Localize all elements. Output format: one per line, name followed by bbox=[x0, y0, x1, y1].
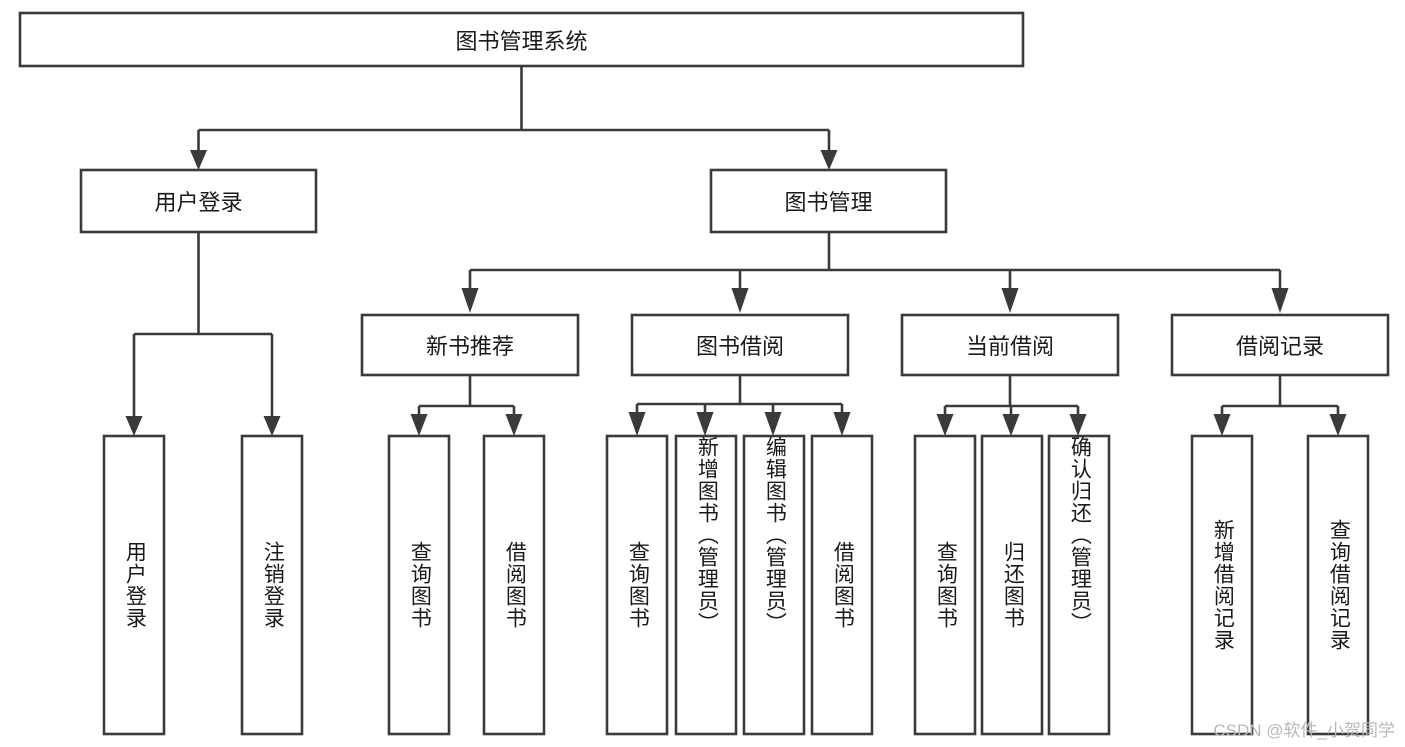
node-box-borrow-record[interactable] bbox=[1170, 313, 1390, 377]
arrow-head-leaf-confirm-return bbox=[1069, 414, 1087, 436]
node-box-root[interactable] bbox=[18, 11, 1025, 68]
node-box-leaf-query-book-1[interactable] bbox=[387, 434, 451, 736]
arrow-head-user-login bbox=[190, 150, 207, 170]
node-box-leaf-logout-login[interactable] bbox=[240, 434, 304, 736]
arrow-head-leaf-edit-book bbox=[764, 412, 782, 436]
node-box-new-book-recommend[interactable] bbox=[360, 313, 580, 377]
node-box-leaf-query-borrow-record[interactable] bbox=[1306, 434, 1370, 736]
arrow-head-leaf-query-book-1 bbox=[410, 414, 428, 436]
node-box-leaf-confirm-return[interactable] bbox=[1047, 434, 1111, 736]
arrow-head-leaf-borrow-book-2 bbox=[833, 412, 851, 436]
arrow-head-leaf-borrow-book-1 bbox=[505, 414, 523, 436]
node-box-current-borrow[interactable] bbox=[900, 313, 1120, 377]
node-box-book-management[interactable] bbox=[709, 168, 948, 234]
node-box-leaf-edit-book[interactable] bbox=[742, 434, 806, 736]
node-box-leaf-query-book-2[interactable] bbox=[605, 434, 669, 736]
node-box-leaf-query-book-3[interactable] bbox=[913, 434, 977, 736]
arrow-head-borrow-record bbox=[1271, 288, 1289, 313]
connector-group-book-mgmt bbox=[461, 232, 1289, 313]
connector-group-new-book-recommend bbox=[410, 375, 523, 436]
arrow-head-leaf-query-book-3 bbox=[936, 414, 954, 436]
arrow-head-current-borrow bbox=[1001, 288, 1019, 313]
connector-group-borrow-record bbox=[1213, 375, 1347, 436]
arrow-head-leaf-add-book bbox=[696, 412, 714, 436]
connector-group-user-login bbox=[125, 232, 281, 436]
node-box-user-login[interactable] bbox=[79, 168, 318, 234]
node-box-book-borrow[interactable] bbox=[630, 313, 850, 377]
node-box-leaf-add-book[interactable] bbox=[674, 434, 738, 736]
arrow-head-book-mgmt bbox=[820, 150, 838, 170]
connector-group-root bbox=[190, 66, 838, 170]
node-box-leaf-borrow-book-1[interactable] bbox=[482, 434, 546, 736]
node-box-leaf-add-borrow-record[interactable] bbox=[1190, 434, 1254, 736]
arrow-head-leaf-return-book bbox=[1002, 414, 1020, 436]
arrow-head-leaf-logout-login bbox=[263, 416, 281, 436]
node-box-leaf-user-login[interactable] bbox=[102, 434, 166, 736]
arrow-head-leaf-query-book-2 bbox=[628, 412, 646, 436]
arrow-head-new-book-recommend bbox=[461, 288, 479, 313]
arrow-head-leaf-user-login bbox=[125, 416, 143, 436]
arrow-head-book-borrow bbox=[731, 288, 749, 313]
node-box-leaf-return-book[interactable] bbox=[980, 434, 1044, 736]
node-box-leaf-borrow-book-2[interactable] bbox=[810, 434, 874, 736]
connector-group-book-borrow bbox=[628, 375, 851, 436]
arrow-head-leaf-add-borrow-record bbox=[1213, 414, 1231, 436]
connector-group-current-borrow bbox=[936, 375, 1087, 436]
arrow-head-leaf-query-borrow-record bbox=[1329, 414, 1347, 436]
